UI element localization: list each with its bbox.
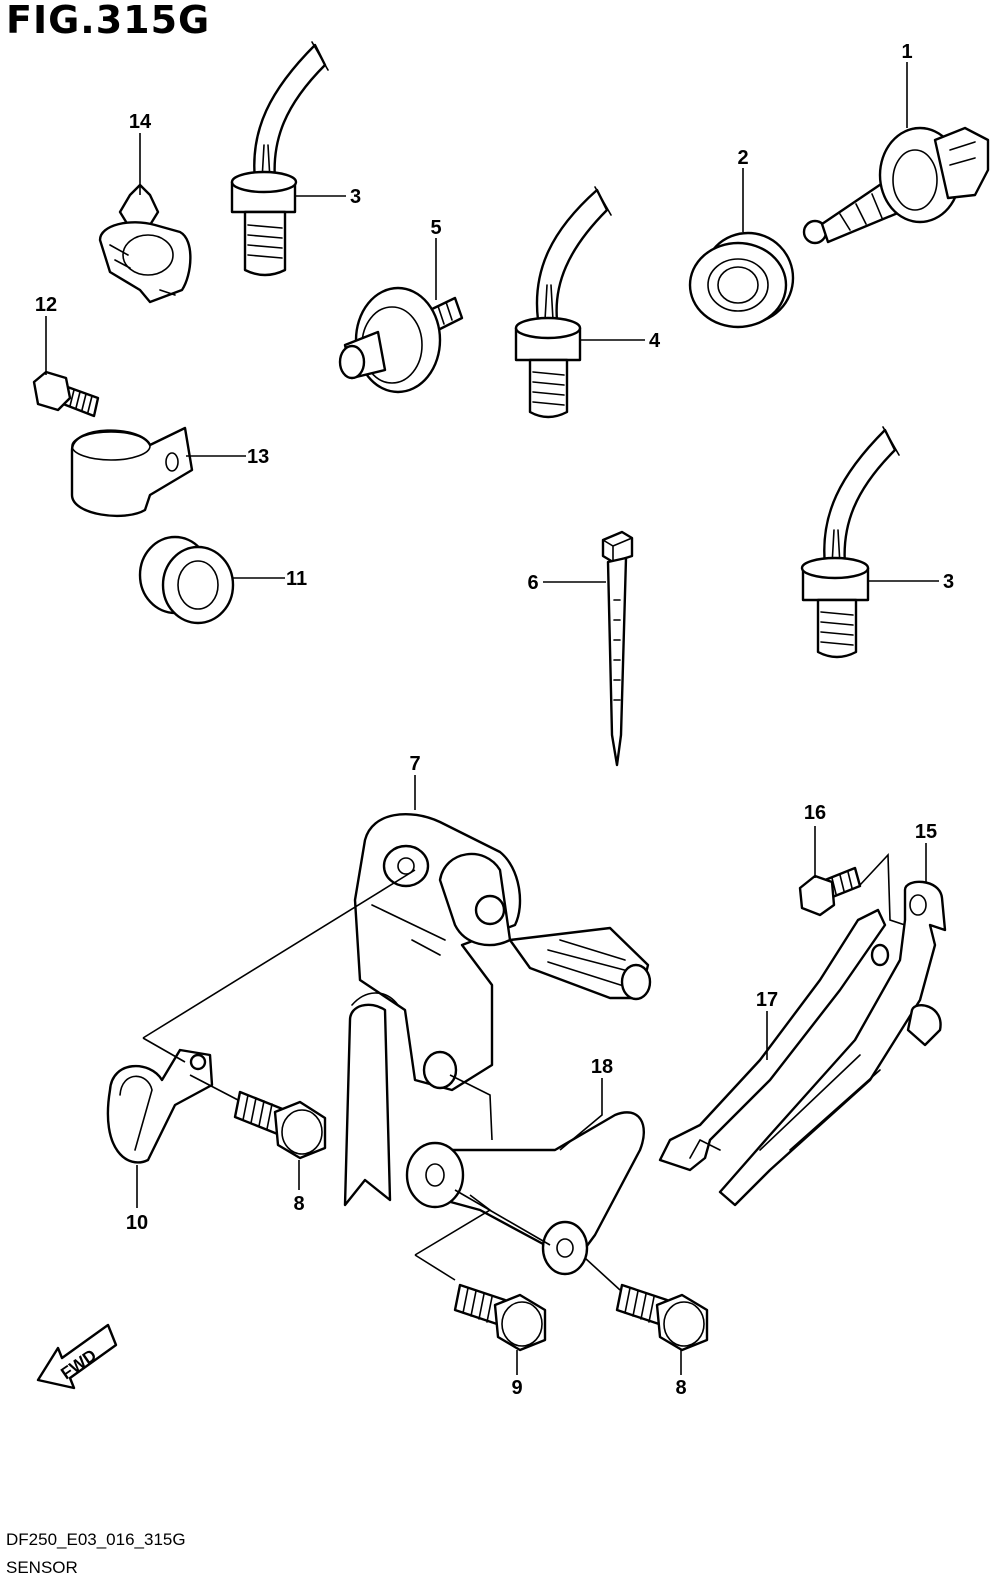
callout-12: 12 <box>35 294 57 316</box>
part-14-clip <box>98 183 192 304</box>
callout-8-right: 8 <box>675 1377 686 1399</box>
callout-9: 9 <box>511 1377 522 1399</box>
part-3-temp-sensor-right <box>800 426 900 659</box>
callout-16: 16 <box>804 802 826 824</box>
callout-13: 13 <box>247 446 269 468</box>
diagram-code: DF250_E03_016_315G <box>6 1530 186 1549</box>
part-5-knock-sensor <box>338 286 464 394</box>
part-13-p-clamp <box>70 426 194 518</box>
callout-3-upper: 3 <box>350 186 361 208</box>
callout-1: 1 <box>901 41 912 63</box>
part-8-bolt-right <box>615 1283 709 1352</box>
callout-6: 6 <box>527 572 538 594</box>
part-16-bolt <box>798 866 862 917</box>
figure-title: FIG.315G <box>6 0 211 42</box>
callout-14: 14 <box>129 111 152 133</box>
callout-labels: 1 2 3 3 4 5 6 7 8 8 9 10 11 12 13 14 15 … <box>35 41 954 1399</box>
part-11-grommet <box>138 535 235 625</box>
part-10-wire-clamp <box>106 1048 214 1164</box>
callout-5: 5 <box>430 217 441 239</box>
callout-10: 10 <box>126 1212 148 1234</box>
part-8-bolt-left <box>233 1090 327 1160</box>
forward-arrow-icon: FWD <box>36 1323 118 1390</box>
callout-8-left: 8 <box>293 1193 304 1215</box>
part-7-sensor-bracket <box>343 812 652 1207</box>
part-2-grommet <box>688 231 795 329</box>
callout-18: 18 <box>591 1056 613 1078</box>
diagram-caption: SENSOR <box>6 1558 78 1577</box>
part-12-bolt <box>32 370 100 418</box>
part-15-bracket <box>718 880 947 1207</box>
callout-2: 2 <box>737 147 748 169</box>
leader-lines <box>45 62 939 1375</box>
callout-4: 4 <box>649 330 661 352</box>
part-1-connector-sensor <box>802 126 990 245</box>
part-3-temp-sensor-upper <box>230 41 329 277</box>
callout-17: 17 <box>756 989 778 1011</box>
assembly-lines <box>142 853 906 1291</box>
part-18-mounting-plate <box>405 1111 645 1276</box>
part-9-bolt <box>453 1283 547 1352</box>
callout-11: 11 <box>286 568 307 590</box>
part-4-sensor <box>514 186 612 419</box>
part-17-bracket-strip <box>658 908 890 1172</box>
part-6-cable-tie <box>601 530 634 767</box>
callout-3-right: 3 <box>943 571 954 593</box>
callout-7: 7 <box>409 753 420 775</box>
callout-15: 15 <box>915 821 937 843</box>
